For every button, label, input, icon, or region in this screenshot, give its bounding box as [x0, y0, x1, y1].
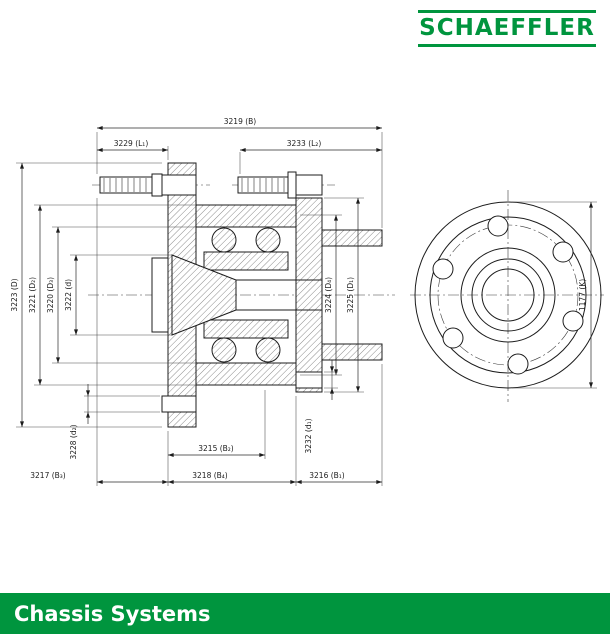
wheel-stud-collar [151, 173, 163, 197]
bearing-ball-top-right [255, 227, 281, 253]
technical-drawing: 3219 (B) 3229 (L₁) 3233 (L₂) 3223 (D) 32… [10, 117, 604, 486]
dimension-D: 3223 (D) [10, 162, 162, 428]
dimension-B1: 3216 (B₁) [296, 364, 383, 486]
inner-ring-bottom [203, 319, 289, 339]
dimension-B3: 3217 (B₃) [30, 198, 168, 486]
dim-label-D1: 3225 (D₁) [346, 277, 355, 313]
knuckle-bolt-thread-lines [241, 178, 285, 192]
stud-hole-lower [161, 395, 197, 413]
ext-lines-B [96, 132, 383, 228]
dimension-B4: 3218 (B₄) [168, 396, 297, 486]
bolt-hole-3 [442, 327, 464, 349]
dim-label-d2: 3228 (d₂) [69, 424, 78, 459]
dim-label-L1: 3229 (L₁) [114, 139, 149, 148]
flange-outer-circle [414, 201, 602, 389]
logo-bar-top [418, 10, 596, 13]
dimension-D3: 3220 (D₃) [46, 226, 196, 364]
wheel-stud-thread-lines [103, 178, 147, 192]
schaeffler-logo: SCHAEFFLER [418, 10, 596, 47]
dimension-d2: 3228 (d₂) [69, 384, 160, 460]
dim-label-D2: 3221 (D₂) [28, 277, 37, 313]
footer-title: Chassis Systems [14, 601, 211, 626]
bolt-hole-4 [507, 353, 529, 375]
dim-label-D4: 3224 (D₄) [324, 277, 333, 313]
ext-lines-d2 [84, 395, 160, 413]
hub-shoulder-circle [460, 247, 556, 343]
knuckle-bolt-thread [237, 176, 289, 194]
inner-ring-top [203, 251, 289, 271]
dim-label-D3: 3220 (D₃) [46, 277, 55, 313]
dimension-K: 1177 (K) [512, 201, 597, 389]
wheel-stud-thread [99, 176, 153, 194]
bearing-ball-top-left [211, 227, 237, 253]
bolt-hole-2 [432, 258, 454, 280]
ext-lines-D2 [34, 204, 196, 386]
flange-step-circle [429, 216, 587, 374]
outer-ring-bottom [195, 362, 297, 386]
ext-lines-D [16, 162, 162, 428]
dim-label-L2: 3233 (L₂) [287, 139, 322, 148]
outer-ring-sleeve-top [321, 229, 383, 247]
dimension-L2: 3233 (L₂) [239, 139, 382, 174]
bore-lines [236, 279, 322, 311]
dimension-D2: 3221 (D₂) [28, 204, 196, 386]
hub-bore-circle [481, 268, 535, 322]
dimension-D4: 3224 (D₄) [300, 214, 342, 376]
bolt-hole-1 [487, 215, 509, 237]
brand-wordmark: SCHAEFFLER [419, 15, 595, 41]
dim-label-B: 3219 (B) [224, 117, 257, 126]
dim-label-D: 3223 (D) [10, 278, 19, 311]
knuckle-bolt-washer [287, 171, 297, 199]
dim-label-K: 1177 (K) [578, 279, 587, 311]
dim-label-d1: 3232 (d₁) [304, 418, 313, 453]
dimension-d1: 3232 (d₁) [304, 360, 338, 454]
dimension-B: 3219 (B) [96, 117, 383, 228]
dimension-L1: 3229 (L₁) [97, 139, 169, 160]
front-view [410, 190, 604, 402]
ext-lines-B2 [167, 390, 266, 486]
dim-label-B2: 3215 (B₂) [198, 444, 234, 453]
hub-pilot-circle [471, 258, 545, 332]
outer-ring-top [195, 204, 297, 228]
bolt-hole-5 [562, 310, 584, 332]
knuckle-bolt-shank [295, 174, 323, 196]
bearing-ball-bottom-left [211, 337, 237, 363]
outer-ring-sleeve-bottom [321, 343, 383, 361]
ext-lines-d [70, 254, 172, 336]
dim-label-B1: 3216 (B₁) [309, 471, 345, 480]
ext-lines-D3 [52, 226, 196, 364]
outer-ring-flange [295, 197, 323, 393]
dimension-d: 3222 (d) [64, 254, 172, 336]
wheel-stud-body [161, 174, 197, 196]
footer-bar: Chassis Systems [0, 593, 610, 634]
dim-label-B4: 3218 (B₄) [192, 471, 228, 480]
dim-label-d: 3222 (d) [64, 279, 73, 311]
dim-label-B3: 3217 (B₃) [30, 471, 66, 480]
flange-bolt-hole-lower [295, 371, 323, 389]
hub-pilot [151, 257, 169, 333]
ext-lines-K [512, 201, 597, 389]
logo-bar-bottom [418, 44, 596, 47]
bolt-hole-6 [552, 241, 574, 263]
bearing-ball-bottom-right [255, 337, 281, 363]
dimension-B2: 3215 (B₂) [167, 390, 266, 486]
